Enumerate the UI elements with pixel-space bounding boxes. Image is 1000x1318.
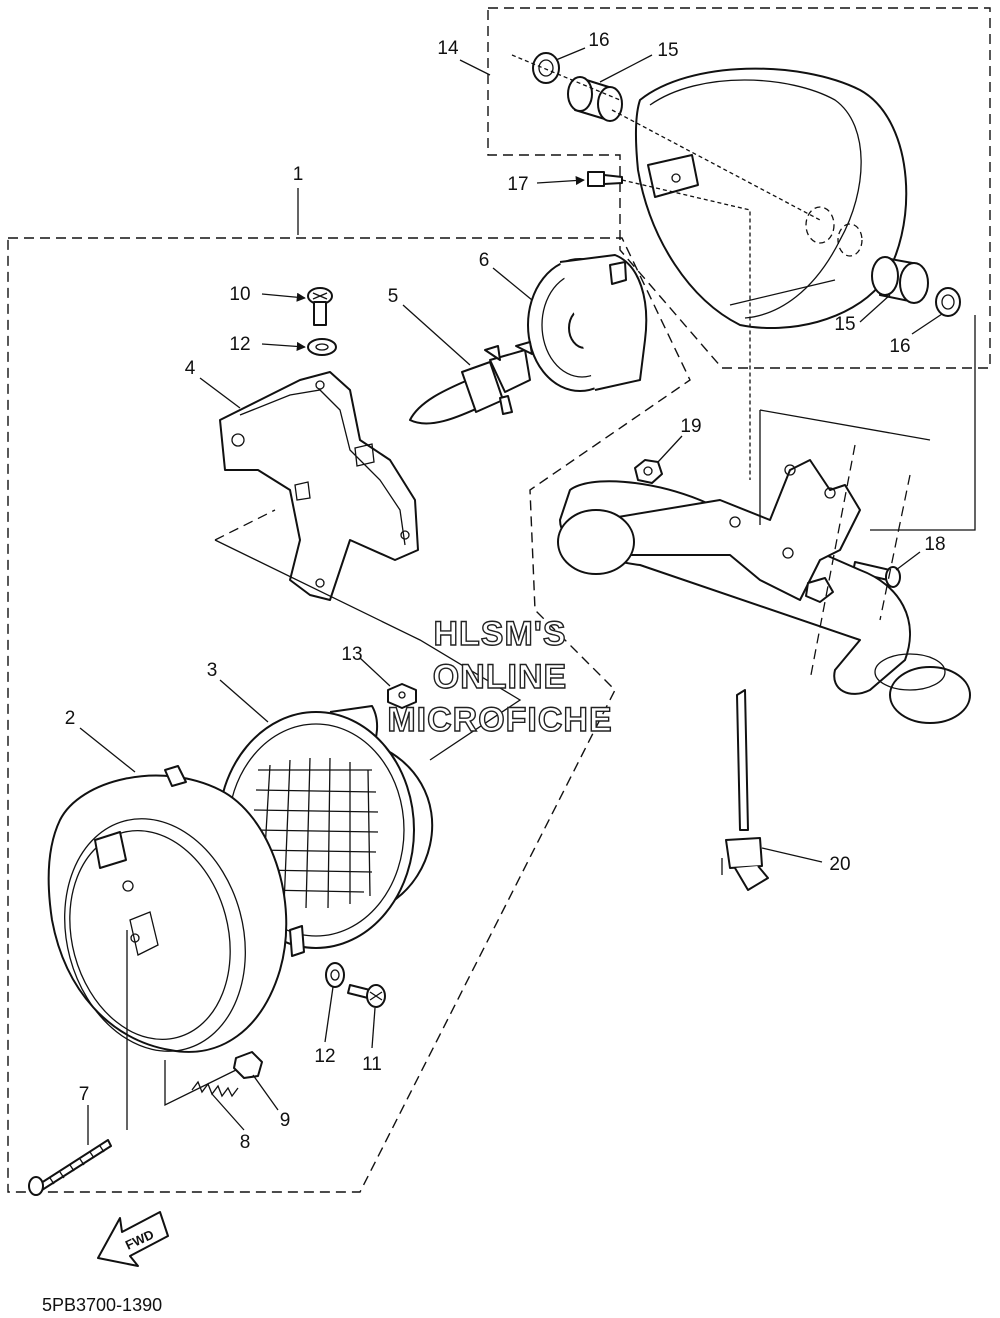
grommet-upper	[532, 52, 560, 84]
callout-2: 2	[65, 708, 76, 729]
callout-16-upper: 16	[588, 30, 609, 51]
callout-13: 13	[341, 644, 362, 665]
callout-17: 17	[507, 174, 528, 195]
headlight-housing	[634, 67, 908, 329]
callout-18: 18	[924, 534, 945, 555]
headlight-rim	[47, 765, 288, 1053]
callout-7: 7	[79, 1084, 90, 1105]
headlight-stay	[219, 371, 419, 601]
cable-tie	[721, 689, 769, 891]
callout-4: 4	[185, 358, 196, 379]
assembly-14-boundary	[487, 7, 991, 369]
callout-1: 1	[293, 164, 304, 185]
watermark-line-2: ONLINE	[433, 658, 567, 696]
washer-12-upper	[307, 338, 337, 356]
callout-15-lower: 15	[834, 314, 855, 335]
callout-20: 20	[829, 854, 850, 875]
adjusting-spring	[191, 1080, 239, 1098]
callout-6: 6	[479, 250, 490, 271]
watermark-line-1: HLSM'S	[433, 615, 566, 653]
washer-12-lower	[325, 962, 345, 988]
callout-3: 3	[207, 660, 218, 681]
forward-arrow: FWD	[97, 1211, 169, 1267]
lens-grid	[253, 757, 379, 909]
bulb-socket	[527, 254, 648, 392]
headlight-bracket	[557, 459, 971, 724]
grommet-lower	[935, 287, 961, 317]
collar-upper	[567, 76, 623, 122]
adjusting-nut	[233, 1051, 263, 1079]
bolt-17	[587, 171, 623, 187]
collar-lower	[871, 256, 929, 304]
callout-16-lower: 16	[889, 336, 910, 357]
headlight-bulb	[409, 341, 533, 425]
adjusting-screw	[28, 1139, 112, 1196]
callout-15-upper: 15	[657, 40, 678, 61]
callout-12-upper: 12	[229, 334, 250, 355]
callout-leaders	[79, 47, 943, 1145]
callout-11: 11	[362, 1054, 382, 1075]
diagram-code: 5PB3700-1390	[42, 1295, 162, 1315]
nut-13	[387, 683, 417, 709]
screw-10	[307, 287, 333, 326]
screw-11	[347, 984, 386, 1008]
callout-5: 5	[388, 286, 399, 307]
callout-14: 14	[437, 38, 459, 59]
callouts: 1 2 3 4 5 6 7 8 9 10 11 12 12 13 14 15 1…	[65, 30, 946, 1153]
callout-9: 9	[280, 1110, 291, 1131]
nut-19	[634, 459, 663, 484]
bolt-18	[852, 561, 901, 588]
callout-19: 19	[680, 416, 701, 437]
watermark: HLSM'S ONLINE MICROFICHE	[387, 614, 613, 739]
callout-12-lower: 12	[314, 1046, 335, 1067]
callout-8: 8	[240, 1132, 251, 1153]
watermark-line-3: MICROFICHE	[387, 701, 612, 739]
callout-10: 10	[229, 284, 250, 305]
